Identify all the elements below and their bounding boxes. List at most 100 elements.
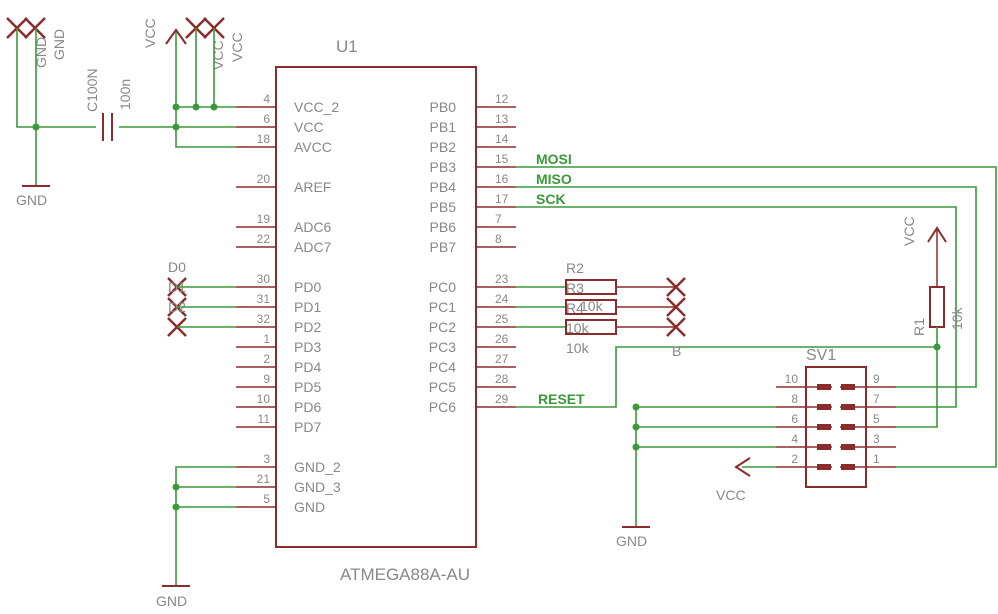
ic-pin-number: 31 [257, 292, 271, 306]
miso-net-label: MISO [536, 171, 572, 187]
junction [172, 123, 180, 131]
ic-pin-name: PB5 [430, 199, 457, 215]
ic-pin-number: 5 [263, 492, 270, 506]
header-pin-number: 3 [873, 432, 880, 446]
ic-pin-number: 24 [495, 292, 509, 306]
ic-pin-number: 22 [257, 232, 271, 246]
mosi-wire [516, 166, 997, 468]
ic-pin-number: 21 [257, 472, 271, 486]
ic-pin-name: ADC7 [294, 239, 332, 255]
ic-pin-number: 7 [495, 212, 502, 226]
junction [933, 343, 941, 351]
gnd-bottom-wire [175, 466, 236, 586]
junction [172, 503, 180, 511]
ic-pin-number: 17 [495, 192, 509, 206]
reset-wire [516, 346, 936, 408]
vcc-arrow-symbol [165, 28, 187, 45]
ic-pin-name: PD3 [294, 339, 321, 355]
ic-pin-number: 23 [495, 272, 509, 286]
ic-pin-name: PC1 [429, 299, 456, 315]
ic-pin-name: PC4 [429, 359, 456, 375]
ic-pin-name: AREF [294, 179, 331, 195]
ic-pin-number: 20 [257, 172, 271, 186]
ic-pin-number: 30 [257, 272, 271, 286]
ic-ref: U1 [336, 37, 358, 56]
ic-pin-name: VCC [294, 119, 324, 135]
gnd-top-label-1: GND [33, 37, 49, 68]
header-gnd-branches [636, 426, 776, 448]
ic-pin-name: PD2 [294, 319, 321, 335]
ic-right-pins: 12PB013PB114PB215PB316PB417PB57PB68PB723… [429, 92, 516, 415]
resistor-r1 [929, 286, 945, 328]
resistor-marker: B [672, 343, 681, 359]
resistor-val-2: 10k [566, 320, 590, 336]
junction [632, 403, 640, 411]
ic-pin-name: ADC6 [294, 219, 332, 235]
header-pin-pad [841, 464, 855, 470]
ic-pin-name: GND_3 [294, 479, 341, 495]
gnd-wire-top [16, 28, 96, 128]
ic-pin-name: VCC_2 [294, 99, 339, 115]
header-pin-number: 7 [873, 392, 880, 406]
ic-pin-number: 3 [263, 452, 270, 466]
ic-pin-name: GND [294, 499, 325, 515]
junction [172, 103, 180, 111]
vcc-label-3: VCC [229, 32, 245, 62]
ic-pin-name: PB7 [430, 239, 457, 255]
ic-pin-number: 10 [257, 392, 271, 406]
vcc-header-label: VCC [716, 487, 746, 503]
header-pin-pad [841, 404, 855, 410]
junction [172, 483, 180, 491]
gnd-top-label-2: GND [51, 29, 67, 60]
gnd-header-label: GND [616, 533, 647, 549]
header-pin-number: 9 [873, 372, 880, 386]
ic-pin-number: 14 [495, 132, 509, 146]
ic-pin-number: 11 [258, 412, 271, 426]
ic-pin-number: 18 [257, 132, 271, 146]
resistor-val-1: 10k [580, 298, 604, 314]
ic-pin-name: PB0 [430, 99, 457, 115]
header-pin-number: 8 [791, 392, 798, 406]
header-ref: SV1 [806, 347, 836, 364]
gnd-no-connect-marks [6, 17, 46, 39]
header-pin-pad [817, 384, 831, 390]
ic-pin-name: PD7 [294, 419, 321, 435]
mosi-net-label: MOSI [536, 151, 572, 167]
ic-pin-number: 29 [495, 392, 509, 406]
header-pin-number: 10 [785, 372, 799, 386]
ic-pin-number: 19 [257, 212, 271, 226]
header-pin-pad [817, 444, 831, 450]
gnd-bottom-label: GND [156, 593, 187, 609]
gnd-pin-wires [176, 486, 236, 508]
pd-wires [177, 286, 236, 328]
gnd-left-label: GND [16, 192, 47, 208]
sck-net-label: SCK [536, 191, 566, 207]
ic-pin-name: PB4 [430, 179, 457, 195]
ic-pin-name: PC0 [429, 279, 456, 295]
ic-pin-number: 15 [495, 152, 509, 166]
resistor-r4-ref: R4 [566, 300, 584, 316]
ic-pin-number: 28 [495, 372, 509, 386]
header-pin-pad [841, 424, 855, 430]
pd0-net-label: D0 [168, 259, 186, 275]
ic-pin-number: 26 [495, 332, 509, 346]
r1-ref: R1 [911, 318, 927, 336]
ic-pin-name: PD0 [294, 279, 321, 295]
capacitor-ref: C100N [84, 68, 100, 112]
ic-pin-number: 1 [263, 332, 270, 346]
miso-wire [516, 186, 977, 388]
vcc-label-r1: VCC [901, 216, 917, 246]
ic-pin-name: PD5 [294, 379, 321, 395]
capacitor-c100n [102, 113, 113, 141]
capacitor-value: 100n [117, 79, 133, 110]
pc-resistor-wires [516, 286, 566, 328]
ic-pin-number: 2 [263, 352, 270, 366]
reset-net-label: RESET [538, 391, 585, 407]
ic-pin-number: 4 [263, 92, 270, 106]
ic-pin-name: PC3 [429, 339, 456, 355]
header-pin-number: 5 [873, 412, 880, 426]
header-pin-number: 1 [873, 452, 880, 466]
junction [632, 443, 640, 451]
header-pin-pad [817, 464, 831, 470]
